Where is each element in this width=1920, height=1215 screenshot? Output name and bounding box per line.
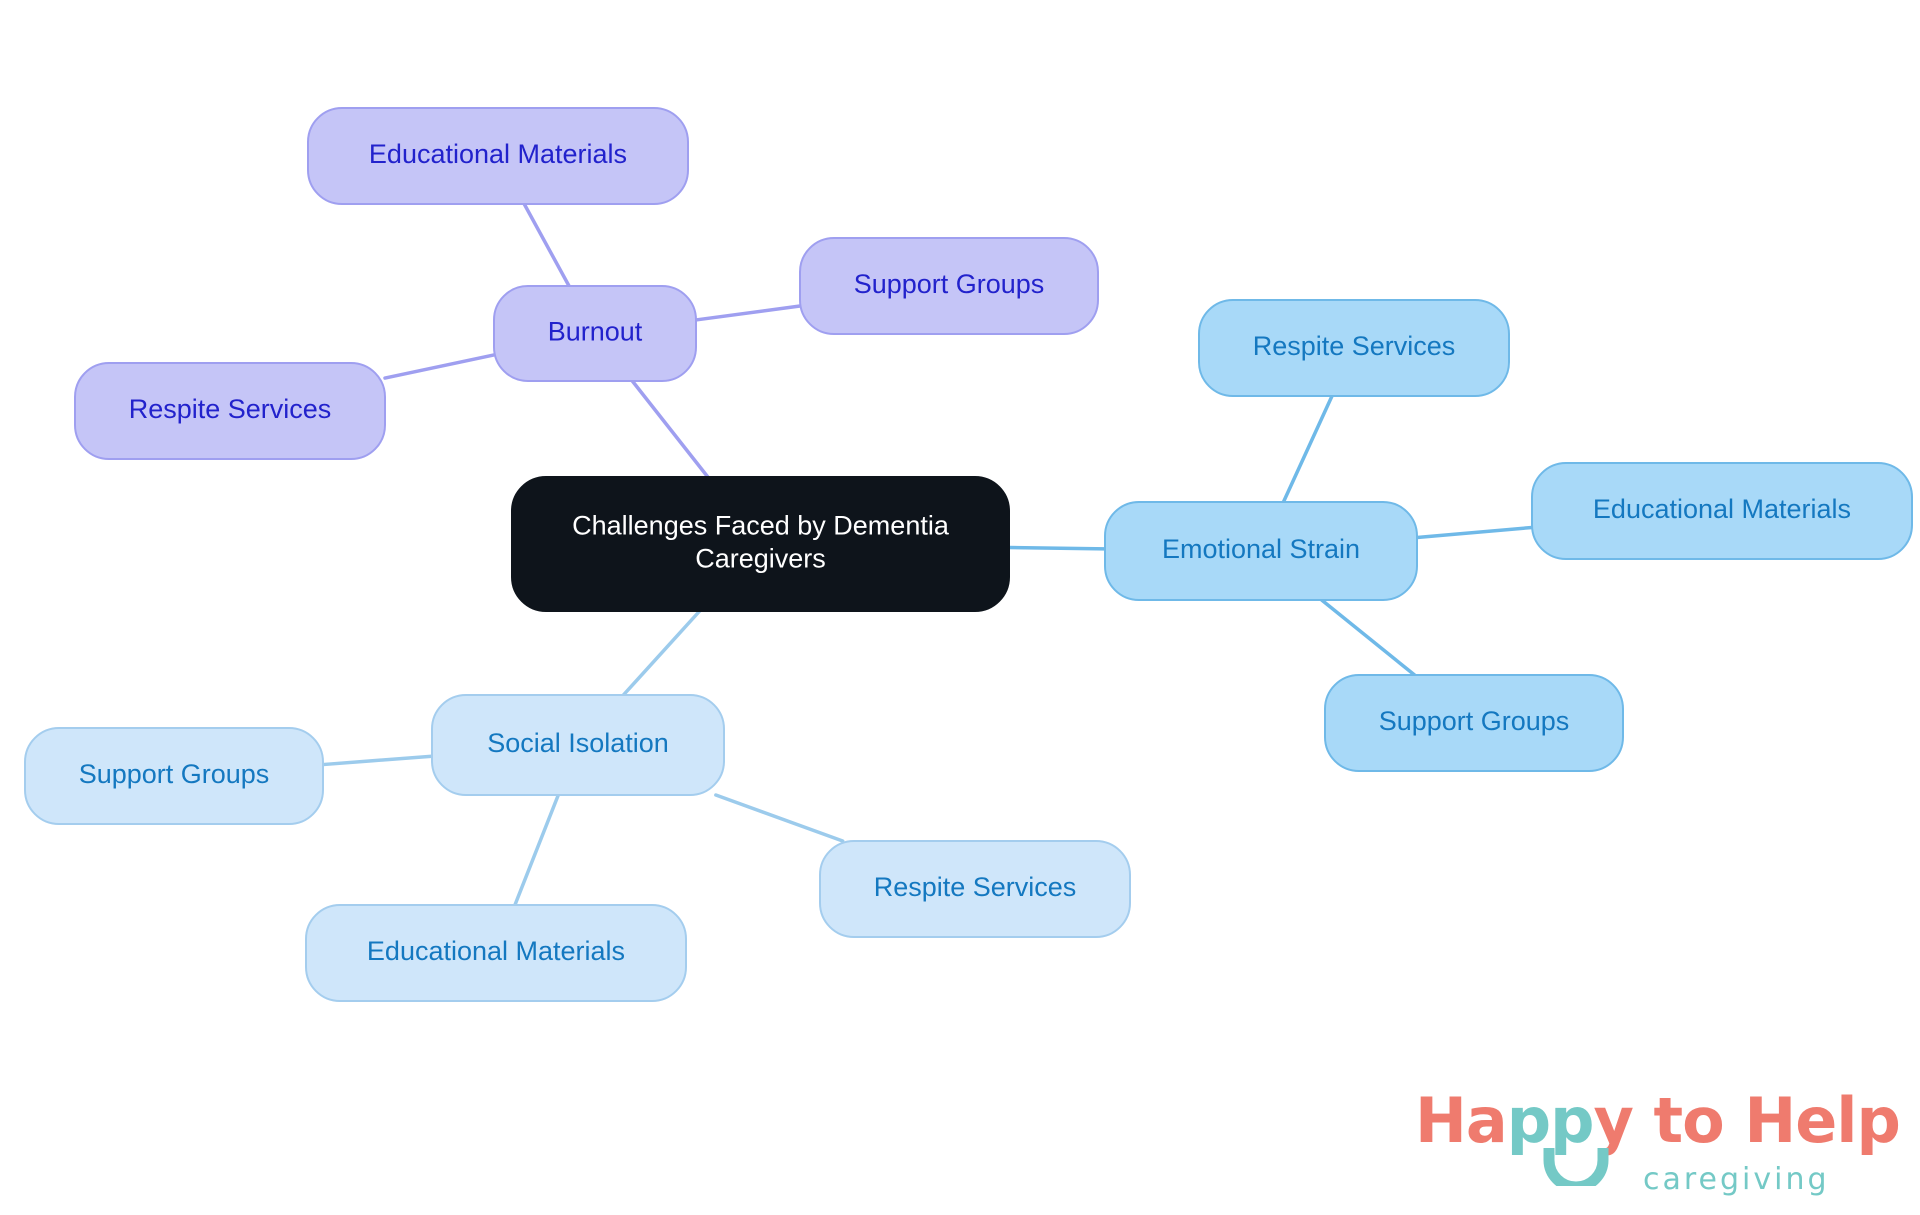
edges-layer [321, 202, 1534, 907]
emotional-educational-materials-label: Educational Materials [1593, 494, 1851, 524]
social-support-groups-label: Support Groups [79, 759, 270, 789]
brand-logo: Happy to Help caregiving [1415, 1090, 1901, 1210]
social-educational-materials[interactable]: Educational Materials [305, 904, 687, 1002]
social-respite-services[interactable]: Respite Services [819, 840, 1131, 938]
mindmap-edge [383, 353, 496, 380]
burnout-support-groups[interactable]: Support Groups [799, 237, 1099, 335]
smile-icon [1543, 1148, 1609, 1186]
emotional-educational-materials-shape [1531, 462, 1913, 560]
burnout[interactable]: Burnout [493, 285, 697, 382]
logo-subtitle: caregiving [1643, 1162, 1830, 1197]
logo-text-pp: pp [1506, 1084, 1595, 1157]
burnout-educational-materials[interactable]: Educational Materials [307, 107, 689, 205]
emotional-support-groups-label: Support Groups [1379, 706, 1570, 736]
burnout-educational-materials-shape [307, 107, 689, 205]
mindmap-edge [694, 304, 802, 322]
burnout-respite-services-label: Respite Services [129, 394, 332, 424]
emotional-support-groups-shape [1324, 674, 1624, 772]
social-support-groups[interactable]: Support Groups [24, 727, 324, 825]
mindmap-edge [522, 202, 571, 288]
emotional-strain-label: Emotional Strain [1162, 534, 1360, 564]
mindmap-edge [321, 754, 434, 767]
emotional-strain[interactable]: Emotional Strain [1104, 501, 1418, 601]
mindmap-edge [1007, 545, 1107, 551]
social-respite-services-label: Respite Services [874, 872, 1077, 902]
emotional-strain-shape [1104, 501, 1418, 601]
burnout-label: Burnout [548, 317, 643, 347]
social-educational-materials-label: Educational Materials [367, 936, 625, 966]
emotional-respite-services-label: Respite Services [1253, 331, 1456, 361]
burnout-support-groups-label: Support Groups [854, 269, 1045, 299]
mindmap-edge [714, 793, 845, 843]
mindmap-edge [513, 793, 561, 907]
mindmap-edge [1281, 394, 1334, 504]
emotional-respite-services[interactable]: Respite Services [1198, 299, 1510, 397]
burnout-shape [493, 285, 697, 382]
emotional-support-groups[interactable]: Support Groups [1324, 674, 1624, 772]
burnout-respite-services-shape [74, 362, 386, 460]
emotional-educational-materials[interactable]: Educational Materials [1531, 462, 1913, 560]
burnout-educational-materials-label: Educational Materials [369, 139, 627, 169]
social-support-groups-shape [24, 727, 324, 825]
social-educational-materials-shape [305, 904, 687, 1002]
burnout-support-groups-shape [799, 237, 1099, 335]
mindmap-edge [1415, 525, 1534, 540]
emotional-respite-services-shape [1198, 299, 1510, 397]
social-isolation-shape [431, 694, 725, 796]
mindmap-edge [630, 379, 710, 479]
logo-text-y: y [1593, 1084, 1634, 1157]
logo-wordmark: Happy to Help [1415, 1090, 1901, 1152]
mindmap-edge [1319, 598, 1417, 677]
root-node-shape [511, 476, 1010, 612]
social-isolation-label: Social Isolation [487, 728, 669, 758]
logo-text-ha: Ha [1415, 1084, 1508, 1157]
burnout-respite-services[interactable]: Respite Services [74, 362, 386, 460]
social-respite-services-shape [819, 840, 1131, 938]
mindmap-edge [621, 609, 702, 697]
logo-text-to-help: to Help [1632, 1084, 1901, 1157]
social-isolation[interactable]: Social Isolation [431, 694, 725, 796]
